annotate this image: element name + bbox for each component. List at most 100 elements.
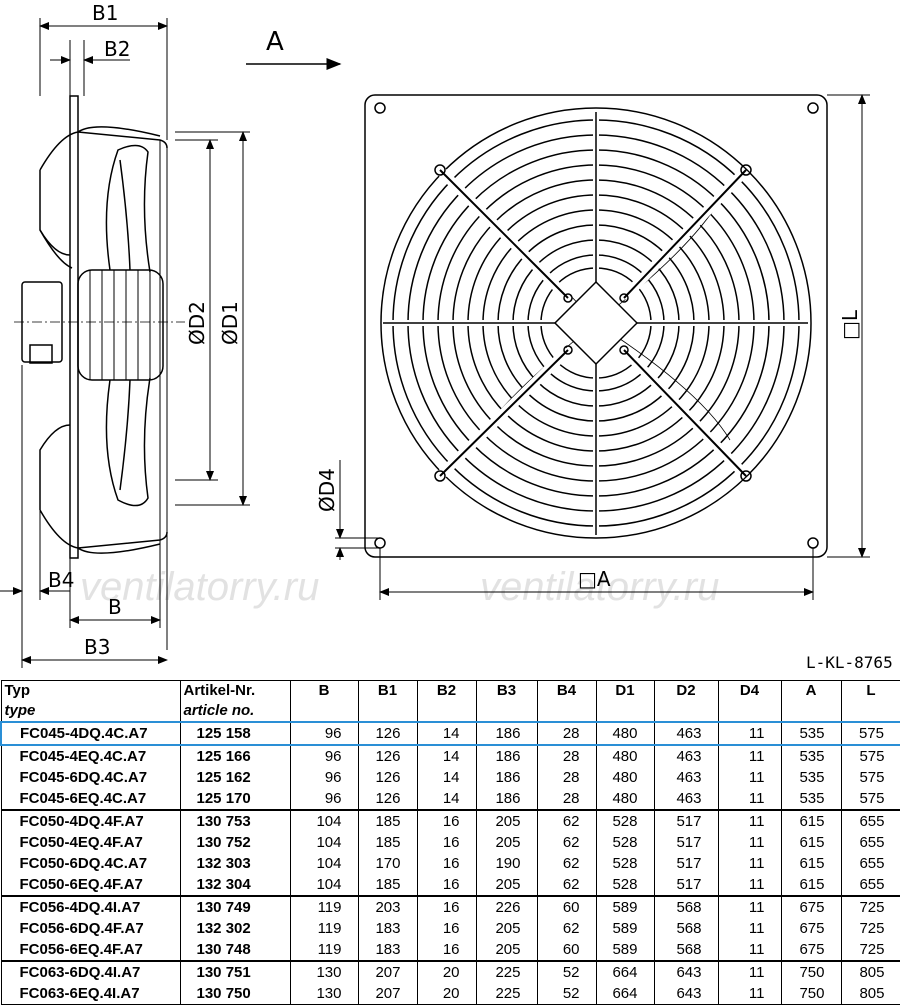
value-cell: 575 <box>840 745 900 767</box>
value-cell: 805 <box>840 983 900 1005</box>
article-cell: 130 749 <box>179 895 291 918</box>
value-cell: 62 <box>536 832 597 853</box>
value-cell: 589 <box>595 895 655 918</box>
value-cell: 615 <box>780 809 842 832</box>
header-label: B1 <box>377 682 398 699</box>
value-cell: 615 <box>780 832 842 853</box>
value-cell: 207 <box>357 983 418 1005</box>
value-cell: 517 <box>653 832 719 853</box>
value-cell: 183 <box>357 918 418 939</box>
value-cell: 675 <box>780 939 842 961</box>
value-cell: 14 <box>416 767 477 788</box>
front-view <box>335 94 870 600</box>
value-cell: 62 <box>536 874 597 896</box>
value-cell: 725 <box>840 895 900 918</box>
label-d1: ØD1 <box>218 301 242 345</box>
value-cell: 119 <box>289 895 359 918</box>
article-cell: 125 162 <box>179 767 291 788</box>
drawing-reference: L-KL-8765 <box>806 653 893 672</box>
side-view <box>0 18 250 668</box>
article-cell: 130 748 <box>179 939 291 961</box>
header-cell: L <box>840 680 900 723</box>
label-b4: B4 <box>48 568 74 592</box>
value-cell: 568 <box>653 918 719 939</box>
value-cell: 463 <box>653 788 719 810</box>
value-cell: 535 <box>780 745 842 767</box>
value-cell: 480 <box>595 767 655 788</box>
article-cell: 130 753 <box>179 809 291 832</box>
header-cell: A <box>780 680 842 723</box>
value-cell: 126 <box>357 721 418 746</box>
header-cell: B <box>289 680 359 723</box>
value-cell: 664 <box>595 960 655 983</box>
header-label: B <box>318 682 330 699</box>
value-cell: 205 <box>475 874 538 896</box>
type-cell: FC056-6EQ.4F.A7 <box>0 939 181 961</box>
value-cell: 20 <box>416 960 477 983</box>
value-cell: 463 <box>653 745 719 767</box>
value-cell: 28 <box>536 767 597 788</box>
value-cell: 205 <box>475 939 538 961</box>
label-a: □A <box>578 567 611 591</box>
value-cell: 183 <box>357 939 418 961</box>
value-cell: 725 <box>840 918 900 939</box>
value-cell: 675 <box>780 918 842 939</box>
value-cell: 675 <box>780 895 842 918</box>
article-cell: 132 304 <box>179 874 291 896</box>
value-cell: 517 <box>653 809 719 832</box>
label-b3: B3 <box>84 635 110 659</box>
value-cell: 643 <box>653 983 719 1005</box>
value-cell: 463 <box>653 721 719 746</box>
type-cell: FC050-4DQ.4F.A7 <box>0 809 181 832</box>
type-cell: FC050-4EQ.4F.A7 <box>0 832 181 853</box>
value-cell: 190 <box>475 853 538 874</box>
value-cell: 575 <box>840 721 900 746</box>
header-label: A <box>805 682 817 699</box>
value-cell: 528 <box>595 832 655 853</box>
value-cell: 16 <box>416 895 477 918</box>
type-cell: FC056-6DQ.4F.A7 <box>0 918 181 939</box>
value-cell: 96 <box>289 721 359 746</box>
value-cell: 203 <box>357 895 418 918</box>
label-d2: ØD2 <box>185 301 209 345</box>
value-cell: 480 <box>595 788 655 810</box>
value-cell: 16 <box>416 939 477 961</box>
header-label: D4 <box>739 682 760 699</box>
value-cell: 28 <box>536 721 597 746</box>
header-label: B2 <box>436 682 457 699</box>
value-cell: 52 <box>536 983 597 1005</box>
value-cell: 104 <box>289 832 359 853</box>
value-cell: 655 <box>840 809 900 832</box>
value-cell: 14 <box>416 721 477 746</box>
value-cell: 96 <box>289 788 359 810</box>
value-cell: 589 <box>595 918 655 939</box>
value-cell: 664 <box>595 983 655 1005</box>
value-cell: 528 <box>595 853 655 874</box>
type-cell: FC050-6EQ.4F.A7 <box>0 874 181 896</box>
header-label: B4 <box>556 682 577 699</box>
value-cell: 28 <box>536 745 597 767</box>
value-cell: 750 <box>780 960 842 983</box>
value-cell: 11 <box>717 983 782 1005</box>
header-label: D1 <box>615 682 635 699</box>
value-cell: 11 <box>717 939 782 961</box>
article-cell: 125 166 <box>179 745 291 767</box>
value-cell: 16 <box>416 853 477 874</box>
header-label: D2 <box>676 682 696 699</box>
value-cell: 226 <box>475 895 538 918</box>
value-cell: 11 <box>717 874 782 896</box>
label-b2: B2 <box>104 37 130 61</box>
header-sublabel: article no. <box>183 702 255 719</box>
value-cell: 655 <box>840 874 900 896</box>
value-cell: 575 <box>840 767 900 788</box>
header-label: Artikel-Nr. <box>183 682 256 699</box>
